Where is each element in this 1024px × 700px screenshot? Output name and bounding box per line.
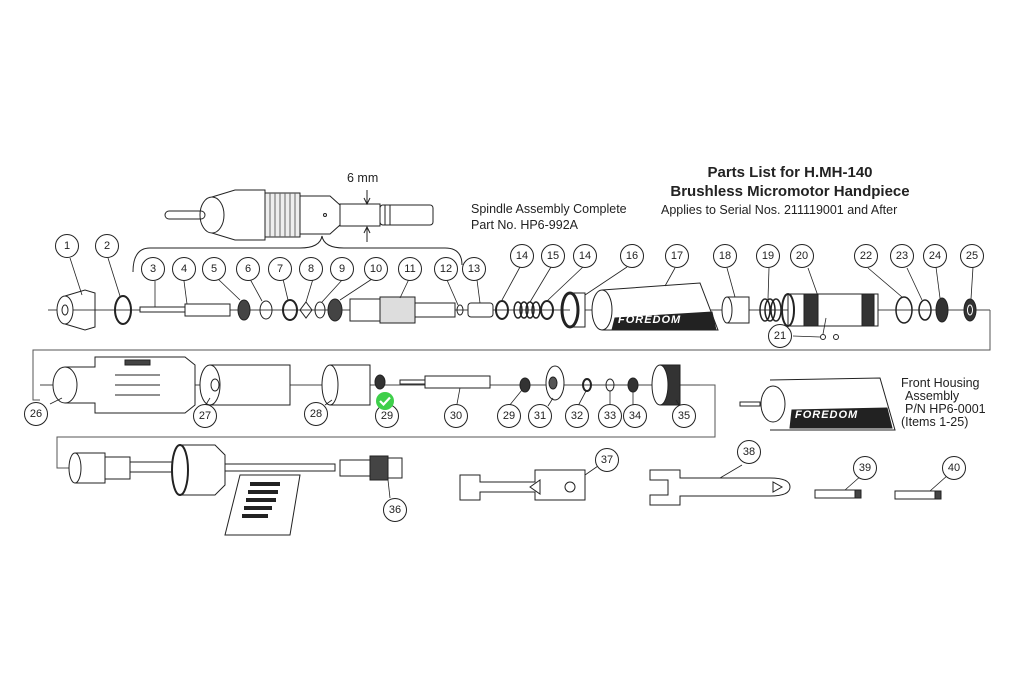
callout-19[interactable]: 19 xyxy=(756,244,780,268)
callout-25[interactable]: 25 xyxy=(960,244,984,268)
callout-24[interactable]: 24 xyxy=(923,244,947,268)
front-housing-line1: Front Housing xyxy=(901,376,980,390)
callout-21[interactable]: 21 xyxy=(768,324,792,348)
callout-33[interactable]: 33 xyxy=(598,404,622,428)
page-title: Parts List for H.MH-140 Brushless Microm… xyxy=(640,164,940,200)
part-40-collet xyxy=(894,490,936,500)
callout-39[interactable]: 39 xyxy=(853,456,877,480)
callout-5[interactable]: 5 xyxy=(202,257,226,281)
part-37-wrench xyxy=(459,469,586,501)
front-housing-assembly-drawing xyxy=(739,377,896,431)
callout-31[interactable]: 31 xyxy=(528,404,552,428)
callout-20[interactable]: 20 xyxy=(790,244,814,268)
callout-22[interactable]: 22 xyxy=(854,244,878,268)
dimension-label: 6 mm xyxy=(347,171,379,185)
part-17-housing-sleeve xyxy=(591,282,719,331)
brand-text-front-housing: FOREDOM xyxy=(795,409,859,421)
front-housing-line2: Assembly xyxy=(905,389,960,403)
selected-check-icon xyxy=(376,392,394,410)
part-36-power-cord xyxy=(68,444,403,536)
callout-1[interactable]: 1 xyxy=(55,234,79,258)
callout-2[interactable]: 2 xyxy=(95,234,119,258)
front-housing-part-number: P/N HP6-0001 xyxy=(905,402,986,416)
callout-26[interactable]: 26 xyxy=(24,402,48,426)
callout-4[interactable]: 4 xyxy=(172,257,196,281)
callout-27[interactable]: 27 xyxy=(193,404,217,428)
callout-29b[interactable]: 29 xyxy=(497,404,521,428)
callout-17[interactable]: 17 xyxy=(665,244,689,268)
front-housing-label: Front Housing Assembly P/N HP6-0001 (Ite… xyxy=(901,377,986,429)
spindle-assembly-label: Spindle Assembly Complete Part No. HP6-9… xyxy=(471,203,627,232)
front-housing-items: (Items 1-25) xyxy=(901,415,969,429)
part-26-motor-housing xyxy=(52,356,196,414)
callout-3[interactable]: 3 xyxy=(141,257,165,281)
callout-16[interactable]: 16 xyxy=(620,244,644,268)
callout-9[interactable]: 9 xyxy=(330,257,354,281)
callout-14b[interactable]: 14 xyxy=(573,244,597,268)
part-38-wrench xyxy=(649,469,791,506)
callout-12[interactable]: 12 xyxy=(434,257,458,281)
spindle-assembly-label-line1: Spindle Assembly Complete xyxy=(471,202,627,216)
title-line-2: Brushless Micromotor Handpiece xyxy=(670,183,910,200)
callout-14a[interactable]: 14 xyxy=(510,244,534,268)
callout-11[interactable]: 11 xyxy=(398,257,422,281)
callout-6[interactable]: 6 xyxy=(236,257,260,281)
part-39-collet xyxy=(814,489,856,499)
part-20-bearing-sleeve xyxy=(781,293,879,327)
spindle-assembly-part-number: Part No. HP6-992A xyxy=(471,218,578,232)
callout-37[interactable]: 37 xyxy=(595,448,619,472)
callout-36[interactable]: 36 xyxy=(383,498,407,522)
callout-30[interactable]: 30 xyxy=(444,404,468,428)
callout-34[interactable]: 34 xyxy=(623,404,647,428)
callout-38[interactable]: 38 xyxy=(737,440,761,464)
callout-10[interactable]: 10 xyxy=(364,257,388,281)
callout-7[interactable]: 7 xyxy=(268,257,292,281)
callout-23[interactable]: 23 xyxy=(890,244,914,268)
serial-applicability: Applies to Serial Nos. 211119001 and Aft… xyxy=(661,203,898,217)
callout-18[interactable]: 18 xyxy=(713,244,737,268)
title-line-1: Parts List for H.MH-140 xyxy=(707,164,873,181)
part-11-spindle xyxy=(349,296,456,324)
callout-13[interactable]: 13 xyxy=(462,257,486,281)
spindle-assembly-drawing xyxy=(164,189,434,241)
callout-28[interactable]: 28 xyxy=(304,402,328,426)
callout-32[interactable]: 32 xyxy=(565,404,589,428)
brand-text-housing: FOREDOM xyxy=(618,314,682,326)
callout-8[interactable]: 8 xyxy=(299,257,323,281)
callout-40[interactable]: 40 xyxy=(942,456,966,480)
callout-15[interactable]: 15 xyxy=(541,244,565,268)
callout-35[interactable]: 35 xyxy=(672,404,696,428)
part-1-nose-cap xyxy=(56,289,96,331)
